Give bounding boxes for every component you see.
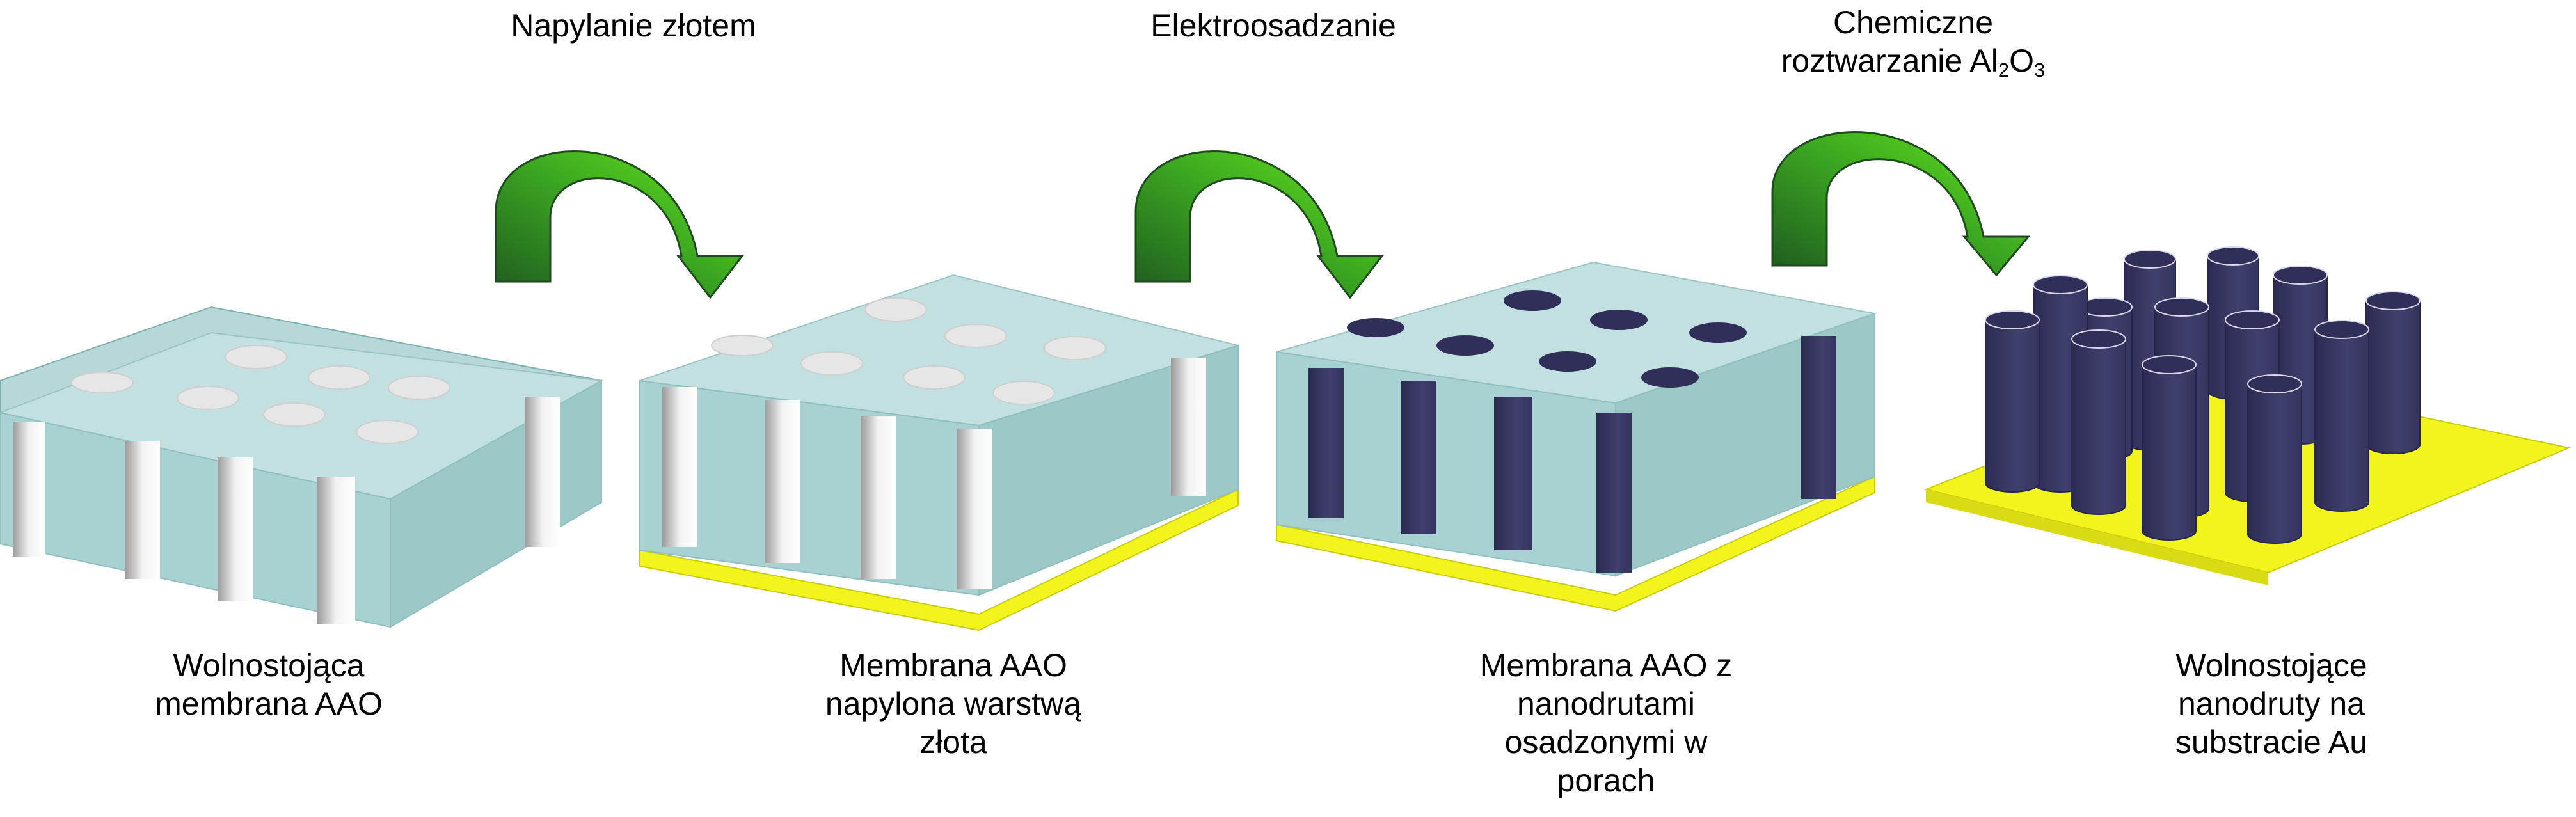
gold-substrate-edge: [1926, 489, 2268, 585]
membrane-block-1: [0, 306, 604, 628]
gold-layer-2: [639, 488, 1239, 631]
membrane-block-3: [1276, 261, 1877, 612]
membrane-1-pores: [71, 345, 450, 444]
caption-stage-1: Wolnostojąca membrana AAO: [155, 647, 383, 722]
caption-stage-3: Membrana AAO z nanodrutami osadzonymi w …: [1479, 647, 1733, 798]
membrane-3-wire-tops: [1347, 290, 1747, 388]
nanowire: [2071, 329, 2126, 515]
step-2-label: Elektroosadzanie: [1150, 8, 1396, 44]
membrane-2-pores: [711, 297, 1106, 405]
step-3-label: Chemiczne roztwarzanie Al2O3: [1715, 3, 2111, 80]
membrane-1-channels: [13, 397, 560, 624]
membrane-block-2: [639, 274, 1241, 631]
nanowire: [2314, 320, 2369, 512]
step-3-line1: Chemiczne: [1833, 4, 1994, 40]
nanowires-group: [1985, 246, 2421, 544]
membrane-3-wires: [1308, 336, 1836, 573]
nanowire: [2247, 374, 2302, 544]
arrow-1-icon: [495, 150, 745, 299]
nanowires-on-gold: [1923, 246, 2572, 585]
caption-stage-4: Wolnostojące nanodruty na substracie Au: [2175, 647, 2368, 760]
gold-layer-3: [1276, 475, 1875, 612]
nanowire: [1985, 310, 2040, 493]
step-3-line2: roztwarzanie Al2O3: [1781, 43, 2046, 81]
arrow-2-icon: [1134, 150, 1385, 299]
nanowire: [2365, 291, 2421, 454]
membrane-2-channels: [662, 358, 1206, 589]
nanowire: [2142, 355, 2197, 541]
step-1-label: Napylanie złotem: [511, 8, 756, 44]
arrow-3-icon: [1771, 131, 2031, 277]
caption-stage-2: Membrana AAO napylona warstwą złota: [825, 647, 1082, 760]
